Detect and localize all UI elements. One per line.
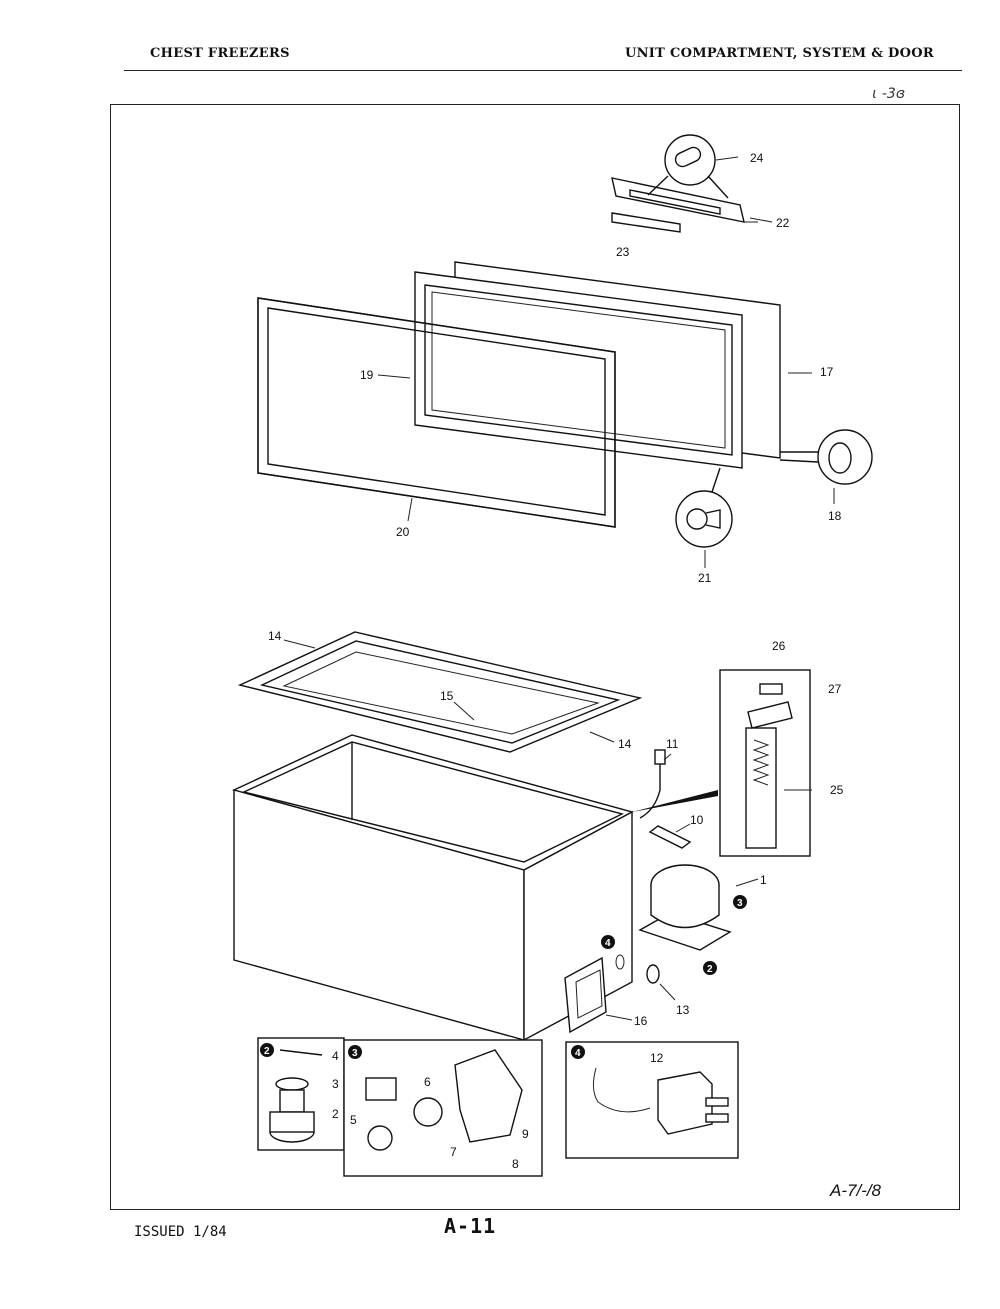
power-cord-11 [639, 749, 666, 819]
detail-key-3b: 3 [352, 1048, 358, 1059]
callout-labels: 24 22 23 17 19 18 20 21 14 26 27 15 14 1… [268, 151, 844, 1171]
callout-20: 20 [396, 525, 410, 539]
detail-box-2: 2 [257, 1037, 345, 1151]
header-rule [124, 70, 962, 71]
callout-10: 10 [690, 813, 704, 827]
drier-13: 4 [601, 935, 660, 984]
section-title: CHEST FREEZERS [150, 46, 290, 61]
thermostat-box-25 [632, 669, 811, 857]
grille-16 [564, 956, 607, 1034]
callout-1: 1 [760, 873, 767, 887]
callout-18: 18 [828, 509, 842, 523]
capillary-tube-10 [648, 825, 692, 849]
cabinet-top-frame-14 [237, 631, 643, 753]
issued-date: ISSUED 1/84 [134, 1224, 227, 1240]
callout-9: 9 [522, 1127, 529, 1141]
callout-25: 25 [830, 783, 844, 797]
callout-14a: 14 [268, 629, 282, 643]
door-liner-frame-20 [257, 297, 616, 528]
detail-circle-21 [675, 467, 733, 548]
callout-2: 2 [332, 1107, 339, 1121]
callout-19: 19 [360, 368, 374, 382]
detail-key-2b: 2 [264, 1046, 270, 1057]
callout-22: 22 [776, 216, 790, 230]
callout-27: 27 [828, 682, 842, 696]
callout-15: 15 [440, 689, 454, 703]
callout-24: 24 [750, 151, 764, 165]
callout-8: 8 [512, 1157, 519, 1171]
detail-box-3: 3 [343, 1039, 543, 1177]
callout-11: 11 [666, 737, 679, 751]
detail-key-4: 4 [605, 938, 611, 949]
callout-17: 17 [820, 365, 834, 379]
callout-21: 21 [698, 571, 712, 585]
callout-4: 4 [332, 1049, 339, 1063]
callout-16: 16 [634, 1014, 648, 1028]
page-note: ɩ -3ɞ [872, 86, 906, 102]
callout-3: 3 [332, 1077, 339, 1091]
door-handle-bracket [611, 177, 758, 233]
detail-key-4b: 4 [575, 1048, 581, 1059]
callout-7: 7 [450, 1145, 457, 1159]
detail-circle-18 [779, 429, 873, 485]
compressor-1: 3 2 [638, 864, 747, 975]
section-subtitle: UNIT COMPARTMENT, SYSTEM & DOOR [624, 46, 934, 61]
diagram-frame [110, 104, 960, 1210]
callout-26: 26 [772, 639, 786, 653]
detail-circle-24 [647, 134, 729, 199]
freezer-cabinet [231, 734, 634, 1042]
callout-12: 12 [650, 1051, 664, 1065]
detail-box-4: 4 [565, 1041, 739, 1159]
detail-key-2: 2 [707, 964, 713, 975]
callout-5: 5 [350, 1113, 357, 1127]
drawing-code: A-7/-/8 [829, 1181, 882, 1200]
callout-13: 13 [676, 1003, 690, 1017]
page-number: A-11 [444, 1214, 497, 1238]
door-gasket-19 [414, 271, 743, 469]
callout-14b: 14 [618, 737, 632, 751]
callout-23: 23 [616, 245, 630, 259]
detail-key-3: 3 [737, 898, 743, 909]
leader-lines [283, 156, 835, 1021]
callout-6: 6 [424, 1075, 431, 1089]
